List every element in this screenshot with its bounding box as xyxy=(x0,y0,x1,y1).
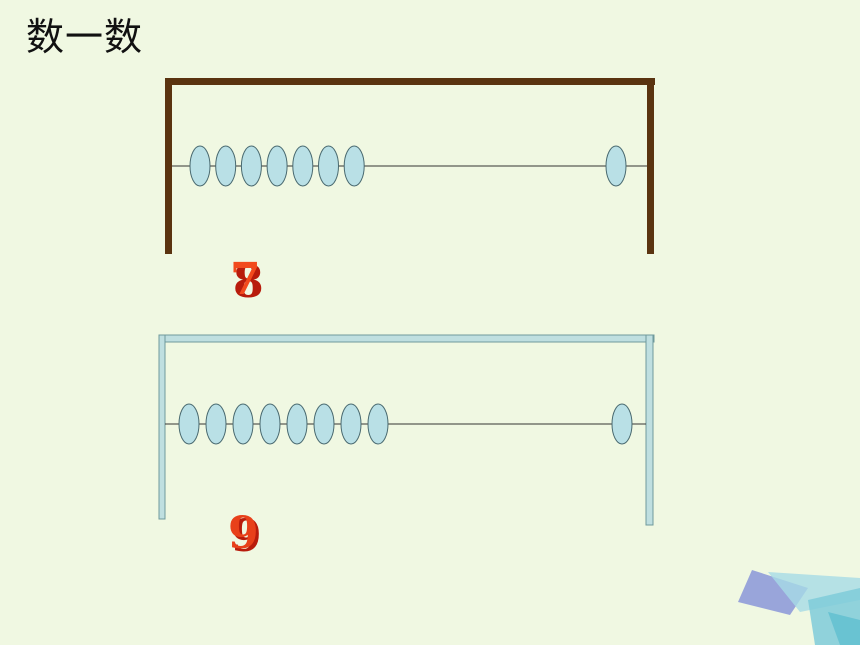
abacus-2-bead xyxy=(259,403,281,445)
abacus-1-bead xyxy=(292,145,314,187)
abacus-1-bead xyxy=(605,145,627,187)
abacus-2-right-post xyxy=(645,334,654,526)
abacus-2-beads xyxy=(178,403,633,445)
abacus-2-bead xyxy=(205,403,227,445)
abacus-1-beads xyxy=(189,145,627,187)
abacus-1-top-bar xyxy=(165,78,655,85)
abacus-1-bead xyxy=(215,145,237,187)
deco-shape-purple xyxy=(738,570,808,615)
page-title: 数一数 xyxy=(26,15,144,59)
abacus-1-number-back: 8 xyxy=(233,257,264,308)
abacus-1-bead xyxy=(266,145,288,187)
abacus-2-number-back: 9 xyxy=(231,511,262,562)
deco-shape-cyan-3 xyxy=(828,612,860,645)
abacus-2-bead xyxy=(611,403,633,445)
abacus-2-number-front: 9 xyxy=(228,508,259,559)
abacus-2-bead xyxy=(367,403,389,445)
abacus-1-bead xyxy=(318,145,339,187)
abacus-1-number-front: 7 xyxy=(230,254,261,305)
abacus-2-bead xyxy=(286,403,308,445)
abacus-2-bead xyxy=(340,403,362,445)
abacus-1 xyxy=(165,78,655,254)
abacus-1-bead xyxy=(240,145,262,187)
abacus-2 xyxy=(158,334,655,526)
abacus-1-left-post xyxy=(165,78,172,254)
abacus-1-right-post xyxy=(647,78,654,254)
abacus-1-bead xyxy=(343,145,365,187)
abacus-1-bead xyxy=(189,145,211,187)
abacus-2-left-post xyxy=(158,334,166,520)
abacus-2-bead xyxy=(313,403,335,445)
abacus-2-bead xyxy=(178,403,200,445)
abacus-2-bead xyxy=(232,403,254,445)
